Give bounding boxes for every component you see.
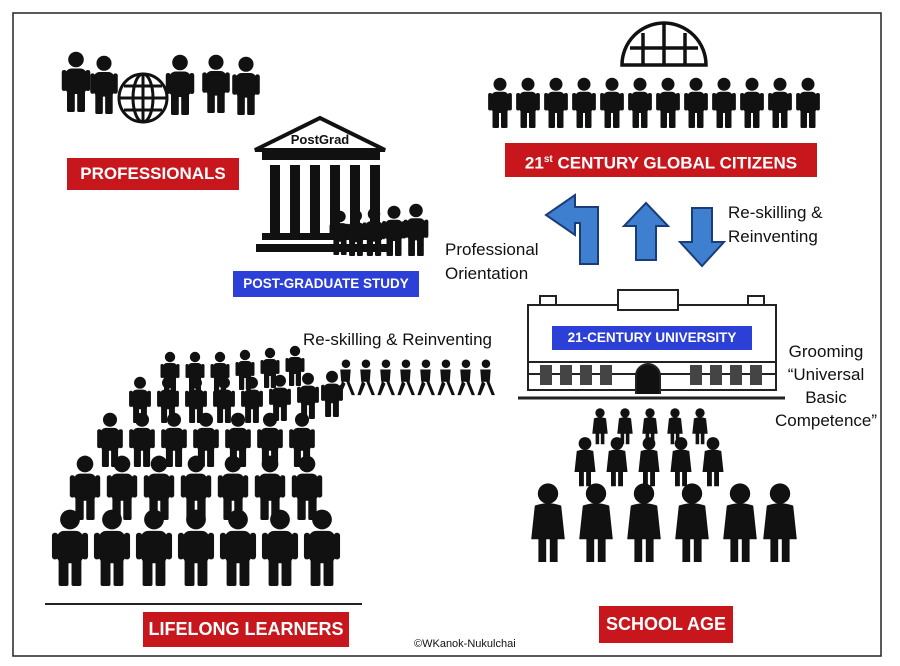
annotation-line: Reinventing — [728, 227, 818, 246]
university-label: 21-CENTURY UNIVERSITY — [551, 325, 753, 351]
annotation-line: Competence” — [774, 411, 878, 430]
lifelong-learners-label: LIFELONG LEARNERS — [143, 612, 349, 647]
professional-orientation-text: Professional Orientation — [445, 238, 539, 286]
globe-icon — [117, 72, 169, 124]
lifelong-learners-crowd — [51, 345, 343, 586]
person-silhouette-icon — [90, 55, 118, 114]
global-citizens-label: 21st CENTURY GLOBAL CITIZENS — [505, 143, 817, 177]
building-sign: PostGrad — [291, 132, 350, 147]
professionals-label: PROFESSIONALS — [67, 158, 239, 190]
arrow-icon — [621, 201, 671, 261]
person-silhouette-icon — [61, 51, 91, 112]
school-age-label: SCHOOL AGE — [599, 606, 733, 643]
university-windows — [540, 365, 762, 385]
global-citizens-crowd — [488, 77, 820, 128]
copyright-text: ©WKanok-Nukulchai — [414, 638, 516, 650]
annotation-line: “Universal — [787, 365, 865, 384]
person-silhouette-icon — [232, 56, 260, 115]
global-citizens-text: CENTURY GLOBAL CITIZENS — [552, 153, 798, 173]
outer-border — [12, 12, 882, 657]
arrow-icon — [544, 193, 599, 265]
walking-line — [337, 359, 495, 396]
person-silhouette-icon — [165, 54, 195, 115]
annotation-line: Professional — [445, 240, 539, 259]
arrow-icon — [677, 207, 727, 268]
reskilling-middle-text: Re-skilling & Reinventing — [303, 330, 492, 349]
person-silhouette-icon — [202, 54, 230, 113]
globe-icon — [620, 21, 708, 67]
reskilling-top-text: Re-skilling & Reinventing — [728, 201, 822, 249]
annotation-line: Basic — [805, 388, 847, 407]
person-silhouette-icon — [403, 203, 429, 256]
annotation-line: Orientation — [445, 264, 529, 283]
building-icon — [254, 115, 388, 252]
annotation-line: Re-skilling & — [728, 203, 823, 222]
postgrad-students — [329, 203, 429, 256]
global-citizens-number: 21 — [524, 153, 544, 173]
school-age-crowd — [531, 408, 797, 562]
post-graduate-study-label: POST-GRADUATE STUDY — [233, 271, 419, 297]
global-citizens-ordinal: st — [543, 154, 553, 165]
grooming-text: Grooming “Universal Basic Competence” — [770, 340, 882, 432]
annotation-line: Grooming — [788, 342, 864, 361]
